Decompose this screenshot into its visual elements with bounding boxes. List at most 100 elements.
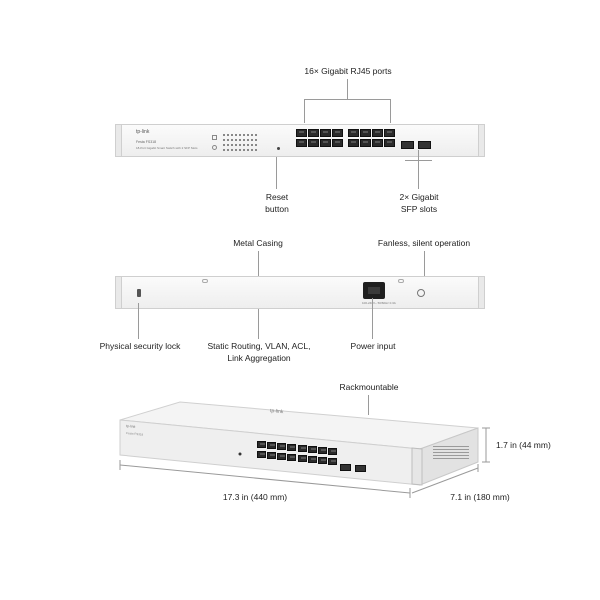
rack-ear-left	[115, 124, 122, 157]
svg-text:tp-link: tp-link	[126, 424, 136, 429]
screw-icon-right	[398, 279, 404, 283]
iso-rj45-port	[287, 443, 296, 451]
reset-label-2: button	[265, 204, 289, 214]
iso-rj45-port	[328, 457, 337, 465]
status-led	[243, 139, 245, 141]
rj45-port	[372, 139, 383, 147]
rj45-port	[332, 139, 343, 147]
status-led	[231, 134, 233, 136]
rj45-port	[332, 129, 343, 137]
status-led	[251, 134, 253, 136]
power-rating-text: 100-240V~ 50/60Hz 0.3A	[362, 301, 396, 305]
status-led	[231, 144, 233, 146]
sfp-slot-2	[418, 141, 431, 149]
status-led	[227, 139, 229, 141]
depth-dimension-label: 7.1 in (180 mm)	[450, 492, 510, 502]
power-socket-icon	[363, 282, 385, 299]
iso-rj45-port	[257, 441, 266, 448]
svg-text:Festa FS318: Festa FS318	[126, 431, 144, 437]
status-led	[239, 144, 241, 146]
lock-leader	[138, 303, 139, 339]
rj45-port	[296, 139, 307, 147]
status-led	[251, 139, 253, 141]
rj45-port	[296, 129, 307, 137]
iso-rj45-port	[257, 451, 266, 458]
status-led	[251, 144, 253, 146]
power-leader	[372, 298, 373, 339]
width-dimension-label: 17.3 in (440 mm)	[222, 492, 288, 502]
status-led	[243, 144, 245, 146]
iso-rj45-port	[308, 455, 317, 463]
reset-button[interactable]	[277, 147, 280, 150]
status-led	[255, 149, 257, 151]
power-input-label: Power input	[350, 341, 396, 351]
rj45-leader-right	[390, 99, 391, 123]
status-led	[251, 149, 253, 151]
rj45-leader-left	[304, 99, 305, 123]
iso-rj45-port	[328, 447, 337, 455]
status-led	[227, 144, 229, 146]
iso-rj45-port	[277, 442, 286, 450]
status-led	[223, 134, 225, 136]
rj45-port	[348, 139, 359, 147]
iso-rj45-port	[267, 441, 276, 449]
routing-label-1: Static Routing, VLAN, ACL,	[207, 341, 311, 351]
status-led	[227, 134, 229, 136]
power-led-icon	[212, 135, 217, 140]
status-led	[247, 134, 249, 136]
rj45-port	[360, 139, 371, 147]
ground-screw-icon	[417, 289, 425, 297]
status-led	[235, 144, 237, 146]
status-led	[255, 134, 257, 136]
status-led	[223, 144, 225, 146]
model-tagline: 18-Port Gigabit Smart Switch with 2 SFP …	[136, 146, 198, 150]
rj45-leader-bracket	[304, 99, 391, 100]
reset-label-1: Reset	[265, 192, 289, 202]
rj45-port	[320, 139, 331, 147]
reset-leader	[276, 157, 277, 189]
rack-ear-right	[478, 124, 485, 157]
routing-label-2: Link Aggregation	[227, 353, 291, 363]
status-led	[231, 139, 233, 141]
status-led	[255, 139, 257, 141]
status-led	[227, 149, 229, 151]
status-led	[247, 139, 249, 141]
iso-rj45-port	[287, 453, 296, 461]
status-led	[243, 149, 245, 151]
sfp-leader-down	[418, 160, 419, 189]
sfp-leader-center	[418, 150, 419, 160]
rear-ear-right	[478, 276, 485, 309]
screw-icon	[202, 279, 208, 283]
iso-rj45-port	[277, 452, 286, 460]
status-led	[235, 134, 237, 136]
height-dimension-label: 1.7 in (44 mm)	[496, 440, 551, 450]
rackmountable-leader	[368, 395, 369, 415]
rj45-port	[372, 129, 383, 137]
metal-casing-leader	[258, 251, 259, 276]
sfp-label-1: 2× Gigabit	[399, 192, 439, 202]
iso-sfp-slot-2	[355, 465, 366, 472]
security-lock-label: Physical security lock	[99, 341, 181, 351]
status-led	[239, 149, 241, 151]
status-led	[235, 139, 237, 141]
iso-rj45-port	[267, 451, 276, 459]
rear-ear-left	[115, 276, 122, 309]
status-led	[247, 149, 249, 151]
system-led-icon	[212, 145, 217, 150]
brand-logo: tp-link	[136, 129, 150, 135]
rj45-port	[384, 139, 395, 147]
rj45-port	[308, 129, 319, 137]
svg-text:tp-link: tp-link	[270, 408, 284, 415]
status-led	[255, 144, 257, 146]
status-led	[239, 134, 241, 136]
rj45-ports-label: 16× Gigabit RJ45 ports	[304, 66, 392, 76]
rackmountable-label: Rackmountable	[339, 382, 399, 392]
fanless-label: Fanless, silent operation	[377, 238, 471, 248]
status-led	[223, 139, 225, 141]
routing-leader	[258, 309, 259, 339]
rj45-leader-vertical	[347, 79, 348, 99]
rear-panel: 100-240V~ 50/60Hz 0.3A	[121, 276, 479, 309]
rj45-port	[384, 129, 395, 137]
rj45-port	[320, 129, 331, 137]
